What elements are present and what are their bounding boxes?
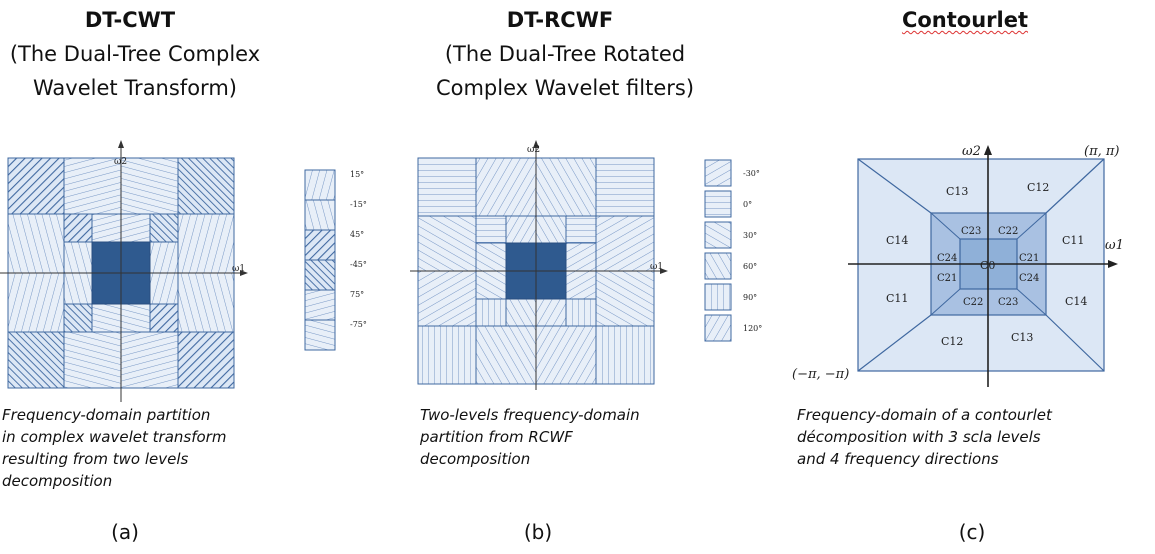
axis-omega1-label: ω1 [232,264,245,274]
legend-label: -30° [743,169,760,178]
caption-line: resulting from two levels [2,450,189,468]
region-label: C12 [1027,181,1049,194]
dtrcwf-legend: -30° 0° 30° 60° 90° 120° [704,159,762,342]
region-label: C14 [886,234,908,247]
caption-line: partition from RCWF [420,428,573,446]
corner-bottom-label: (−π, −π) [792,367,849,382]
region-label: C12 [941,335,963,348]
dtcwt-legend: 15° -15° 45° -45° 75° -75° [304,169,367,351]
region-label: C23 [961,226,981,237]
dtrcwf-partition-diagram: ω2 ω1 [410,140,668,390]
axis-omega1-label: ω1 [1105,238,1124,253]
caption-line: in complex wavelet transform [2,428,227,446]
region-label: C21 [1019,253,1039,264]
panel-a-subtitle-line1: (The Dual-Tree Complex [9,42,261,66]
caption-line: and 4 frequency directions [797,450,999,468]
legend-label: 120° [743,324,762,333]
legend-label: -15° [350,200,367,209]
panel-a-subtitle-line2: Wavelet Transform) [33,76,237,100]
axis-omega2-label: ω2 [527,145,540,155]
contourlet-diagram: ω2 ω1 (π, π) (−π, −π) C13 C12 C14 C11 C1… [792,144,1124,387]
caption-line: Two-levels frequency-domain [420,406,640,424]
region-label: C23 [998,297,1018,308]
panel-a-caption: Frequency-domain partition in complex wa… [2,404,226,492]
legend-label: -45° [350,260,367,269]
region-label: C24 [1019,273,1039,284]
panel-b-title: DT-RCWF [506,8,614,32]
axis-omega1-label: ω1 [650,262,663,272]
panel-c-label: (c) [958,520,986,544]
region-label: C21 [937,273,957,284]
caption-line: decomposition [420,450,531,468]
caption-line: Frequency-domain partition [2,406,211,424]
panel-b-subtitle-line1: (The Dual-Tree Rotated [444,42,686,66]
region-label: C24 [937,253,957,264]
caption-line: Frequency-domain of a contourlet [797,406,1052,424]
legend-label: 15° [350,170,364,179]
region-label: C11 [1062,234,1084,247]
legend-label: 0° [743,200,752,209]
region-label: C11 [886,292,908,305]
panel-b-label: (b) [523,520,553,544]
panel-a-title: DT-CWT [84,8,176,32]
axis-omega2-label: ω2 [962,144,981,159]
legend-label: 75° [350,290,364,299]
legend-label: 90° [743,293,757,302]
legend-label: 45° [350,230,364,239]
region-label: C22 [998,226,1018,237]
region-label: C13 [1011,331,1033,344]
center-region-label: C0 [980,259,995,272]
corner-top-label: (π, π) [1084,144,1120,159]
panel-a-label: (a) [111,520,139,544]
region-label: C22 [963,297,983,308]
axis-omega2-label: ω2 [114,157,127,167]
region-label: C14 [1065,295,1087,308]
caption-line: decomposition [2,472,113,490]
panel-b-caption: Two-levels frequency-domain partition fr… [420,404,640,470]
region-label: C13 [946,185,968,198]
panel-c-caption: Frequency-domain of a contourlet décompo… [797,404,1052,470]
panel-c-title: Contourlet [901,8,1029,32]
legend-label: 60° [743,262,757,271]
legend-label: 30° [743,231,757,240]
legend-label: -75° [350,320,367,329]
caption-line: décomposition with 3 scla levels [797,428,1041,446]
dtcwt-partition-diagram: ω2 ω1 [0,140,248,402]
panel-b-subtitle-line2: Complex Wavelet filters) [435,76,695,100]
